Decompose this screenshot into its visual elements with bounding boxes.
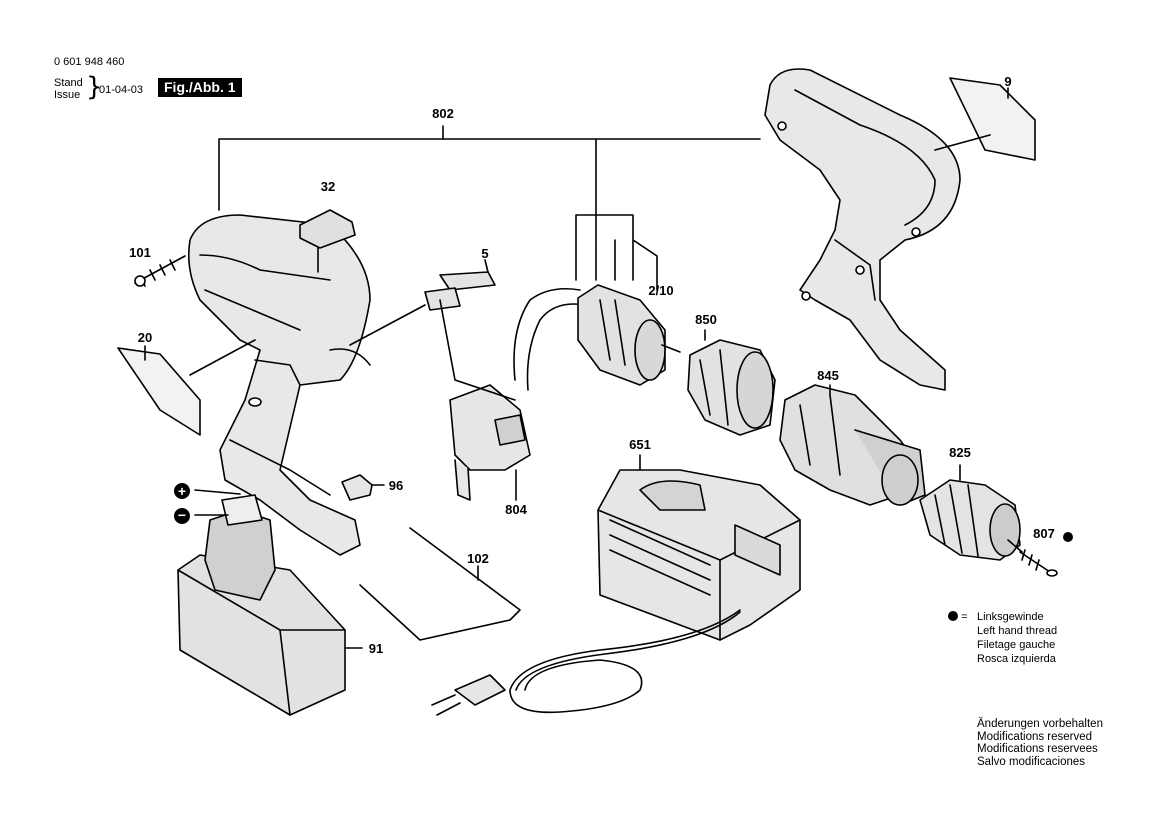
legend-line: Rosca izquierda: [977, 653, 1056, 665]
part-label-2-10: 2/10: [648, 283, 674, 298]
part-label-102: 102: [467, 551, 489, 566]
part-label-850: 850: [695, 312, 717, 327]
minus-terminal-icon: −: [174, 508, 190, 524]
housing-half-right: [764, 68, 961, 391]
brace-symbol: }: [86, 72, 103, 102]
part-label-825: 825: [949, 445, 971, 460]
charger-651: [597, 454, 801, 641]
legend-line: Filetage gauche: [977, 639, 1056, 651]
left-hand-thread-marker: [1063, 528, 1073, 546]
legend-equals: =: [961, 611, 968, 623]
part-label-101: 101: [129, 245, 151, 260]
document-number: 0 601 948 460: [54, 56, 125, 68]
part-label-91: 91: [368, 641, 384, 656]
plus-terminal-icon: +: [174, 483, 190, 499]
label-20: [117, 339, 256, 436]
left-hand-thread-dot-icon: [948, 611, 958, 621]
modification-notes: Änderungen vorbehalten Modifications res…: [977, 718, 1103, 768]
legend-marker: =: [948, 610, 968, 624]
note-line: Salvo modificaciones: [977, 755, 1086, 768]
part-label-651: 651: [629, 437, 651, 452]
housing-half-left: [187, 214, 371, 556]
stand-label: Stand: [54, 77, 83, 89]
legend-line: Linksgewinde: [977, 611, 1044, 623]
part-label-96: 96: [388, 478, 404, 493]
motor-2-10: [513, 284, 681, 391]
switch-804: [439, 299, 531, 501]
battery-91: [177, 489, 363, 716]
issue-label: Issue: [54, 89, 81, 101]
wire-102: [359, 527, 521, 641]
legend-line: Left hand thread: [977, 625, 1058, 637]
figure-label: Fig./Abb. 1: [158, 78, 242, 97]
note-line: Modifications reservees: [977, 743, 1098, 755]
part-label-5: 5: [481, 246, 489, 261]
power-plug: [431, 674, 506, 716]
chuck-825: [919, 464, 1021, 561]
issue-date: 01-04-03: [99, 84, 144, 96]
part-label-32: 32: [320, 179, 336, 194]
charger-cord: [509, 609, 741, 714]
label-9: [934, 77, 1036, 161]
assembly-bracket-802: [218, 125, 761, 291]
screw-807: [1007, 539, 1058, 577]
spring-96: [341, 474, 385, 501]
part-label-845: 845: [817, 368, 839, 383]
screw-101: [134, 255, 186, 287]
note-line: Änderungen vorbehalten: [977, 718, 1103, 730]
gearbox-845: [779, 384, 926, 506]
part-label-807: 807: [1033, 526, 1055, 541]
part-label-804: 804: [505, 502, 527, 517]
part-label-802: 802: [432, 106, 454, 121]
note-line: Modifications reserved: [977, 730, 1093, 743]
switch-cap-32: [299, 209, 356, 273]
part-label-20: 20: [137, 330, 153, 345]
clip-5: [349, 259, 496, 346]
gearbox-850: [687, 329, 776, 436]
part-label-9: 9: [1004, 74, 1012, 89]
legend-text: Linksgewinde Left hand thread Filetage g…: [977, 610, 1057, 666]
